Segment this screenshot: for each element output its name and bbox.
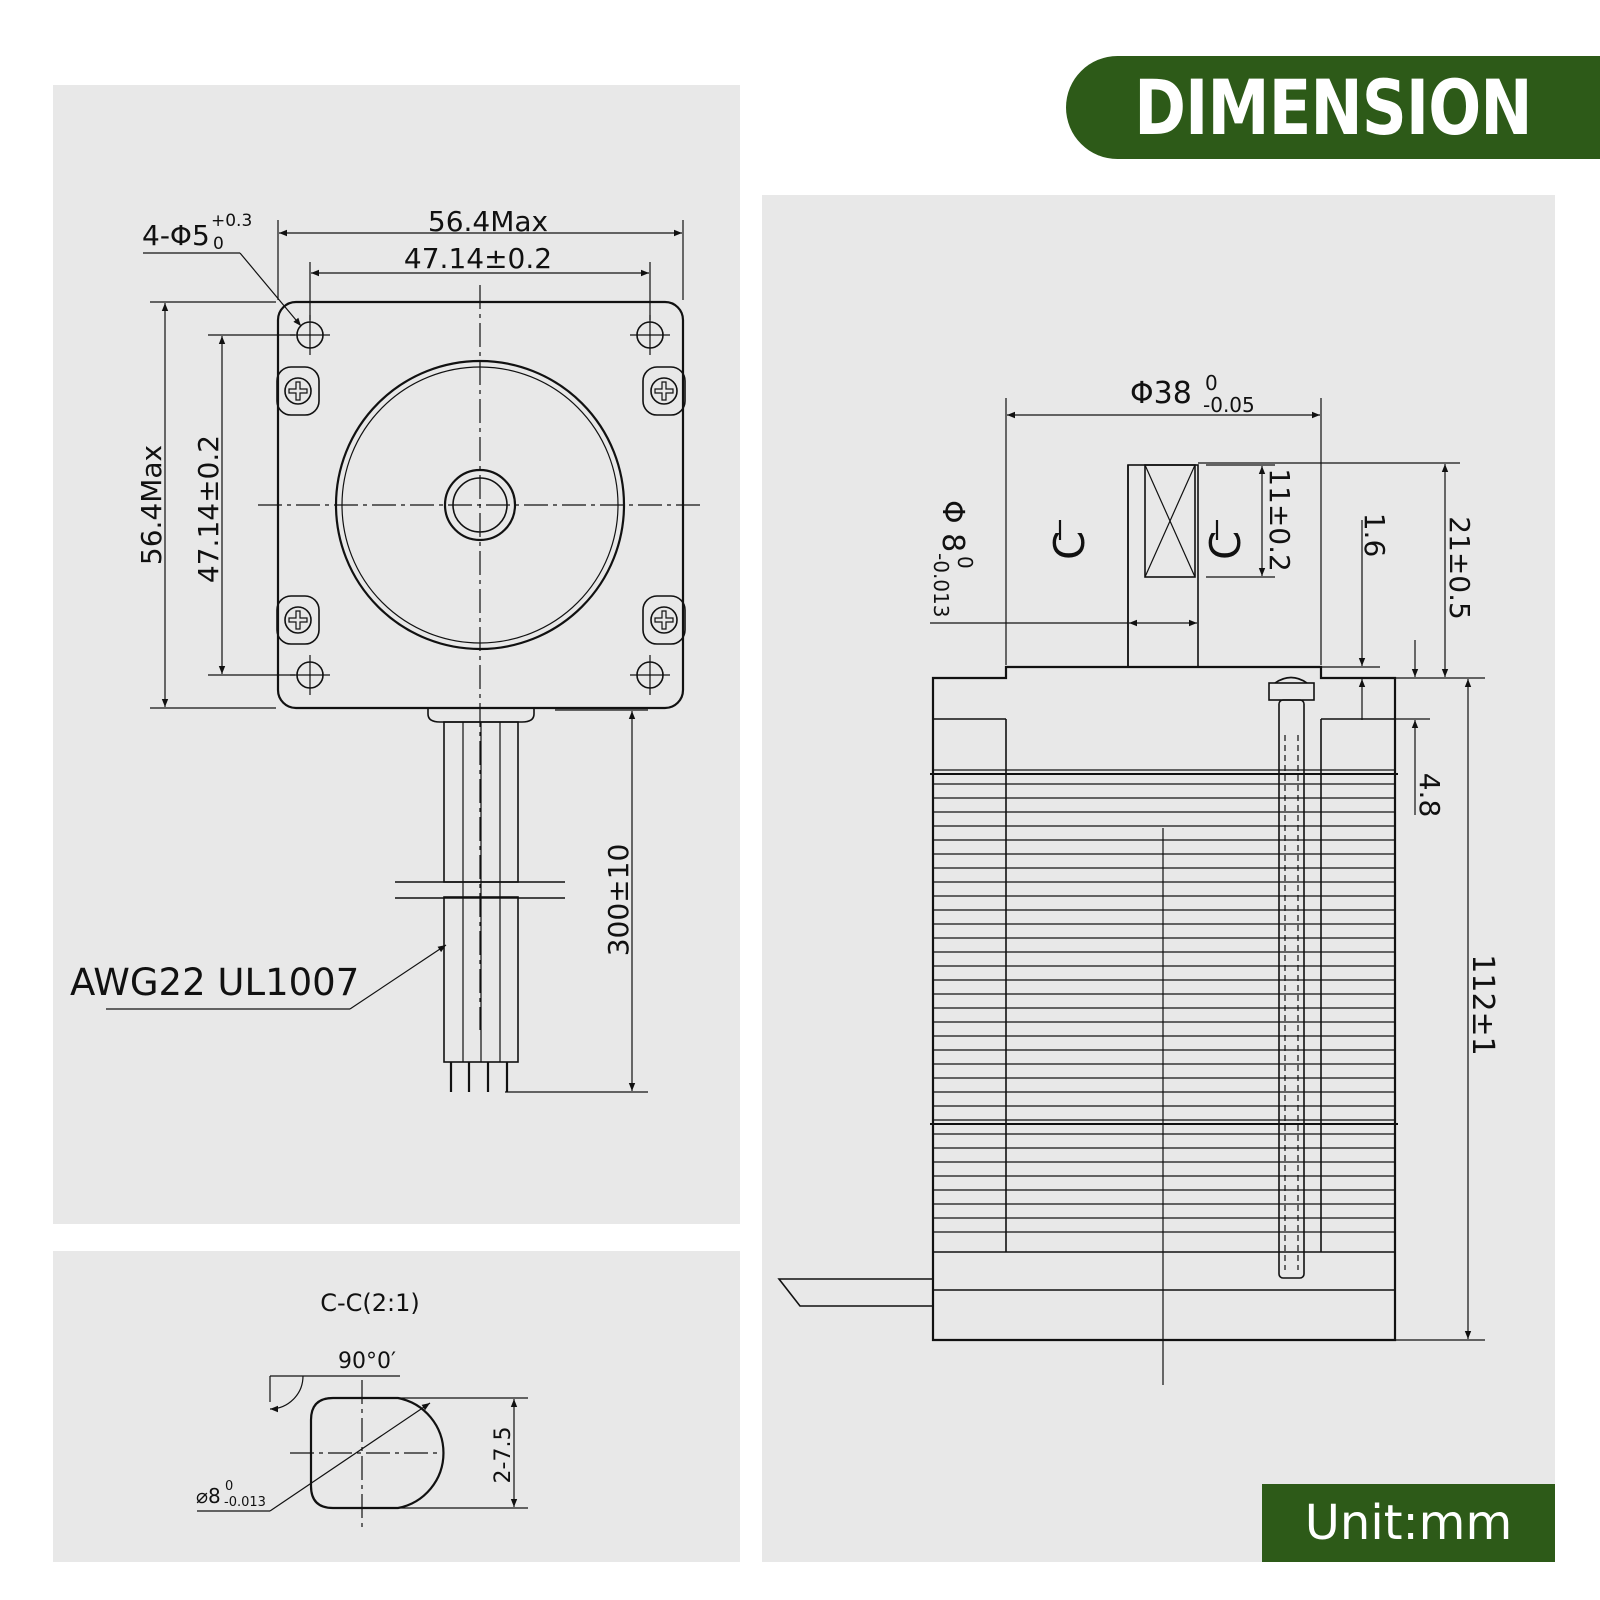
front-view: 56.4Max 47.14±0.2 56.4Max 47.14±0.2 4-Φ5… bbox=[70, 205, 702, 1093]
dim-flat-depth: 2-7.5 bbox=[491, 1427, 516, 1484]
dim-flange-thickness: 4.8 bbox=[1413, 773, 1446, 818]
dim-body-length: 112±1 bbox=[1465, 954, 1500, 1055]
shaft bbox=[1127, 464, 1199, 668]
dim-height-max: 56.4Max bbox=[135, 445, 168, 565]
dim-hole-pitch-v: 47.14±0.2 bbox=[192, 435, 225, 583]
svg-text:0: 0 bbox=[953, 556, 977, 569]
shaft-circle bbox=[443, 468, 517, 542]
side-view: C C Φ38 0 -0.05 Φ 8 0 -0.013 11±0.2 21±0… bbox=[777, 371, 1500, 1385]
section-view: C-C(2:1) 90°0′ 2-7.5 ⌀8 0 -0.013 bbox=[196, 1289, 528, 1528]
tie-rod-head bbox=[1268, 682, 1315, 701]
section-shaft-dia: ⌀8 bbox=[196, 1484, 221, 1508]
dim-boss-dia: Φ38 bbox=[1130, 376, 1192, 411]
svg-text:-0.013: -0.013 bbox=[929, 553, 953, 617]
svg-text:+0.3: +0.3 bbox=[211, 211, 252, 231]
mount-hole-icon bbox=[289, 654, 331, 696]
svg-text:0: 0 bbox=[213, 234, 224, 254]
motor-body bbox=[931, 665, 1397, 1342]
screw-icon bbox=[276, 366, 320, 416]
side-view-panel bbox=[762, 195, 1555, 1562]
svg-text:0: 0 bbox=[225, 1479, 233, 1494]
dim-boss-height: 1.6 bbox=[1358, 513, 1391, 558]
mount-hole-icon bbox=[629, 654, 671, 696]
svg-text:0: 0 bbox=[1205, 371, 1218, 395]
tie-rod bbox=[1278, 699, 1305, 1279]
dim-shaft-length: 21±0.5 bbox=[1443, 516, 1476, 620]
hole-callout: 4-Φ5 bbox=[142, 219, 210, 252]
section-angle: 90°0′ bbox=[338, 1349, 396, 1374]
wire-spec-label: AWG22 UL1007 bbox=[70, 961, 359, 1004]
dim-flat-length: 11±0.2 bbox=[1263, 468, 1296, 572]
screw-icon bbox=[276, 595, 320, 645]
svg-text:-0.05: -0.05 bbox=[1203, 393, 1255, 417]
svg-text:-0.013: -0.013 bbox=[224, 1495, 266, 1510]
unit-badge bbox=[1262, 1484, 1555, 1562]
unit-label: Unit:mm bbox=[1304, 1495, 1513, 1551]
title-badge bbox=[1066, 56, 1600, 159]
boss-circle bbox=[334, 359, 626, 651]
dim-width-max: 56.4Max bbox=[428, 205, 548, 238]
mount-hole-icon bbox=[629, 314, 671, 356]
dim-shaft-dia: Φ 8 bbox=[935, 500, 970, 552]
lamination-stack bbox=[930, 769, 1398, 1233]
section-mark-2: C bbox=[1201, 531, 1250, 560]
dim-lead-length: 300±10 bbox=[602, 844, 635, 957]
mount-hole-icon bbox=[289, 314, 331, 356]
section-view-panel bbox=[53, 1251, 740, 1562]
dim-hole-pitch-h: 47.14±0.2 bbox=[404, 242, 552, 275]
section-mark-1: C bbox=[1045, 531, 1094, 560]
shaft-section bbox=[309, 1396, 445, 1510]
page-title: DIMENSION bbox=[1134, 63, 1532, 152]
screw-icon bbox=[642, 595, 686, 645]
screw-icon bbox=[642, 366, 686, 416]
section-title: C-C(2:1) bbox=[320, 1289, 420, 1317]
cable-exit bbox=[777, 1278, 934, 1307]
